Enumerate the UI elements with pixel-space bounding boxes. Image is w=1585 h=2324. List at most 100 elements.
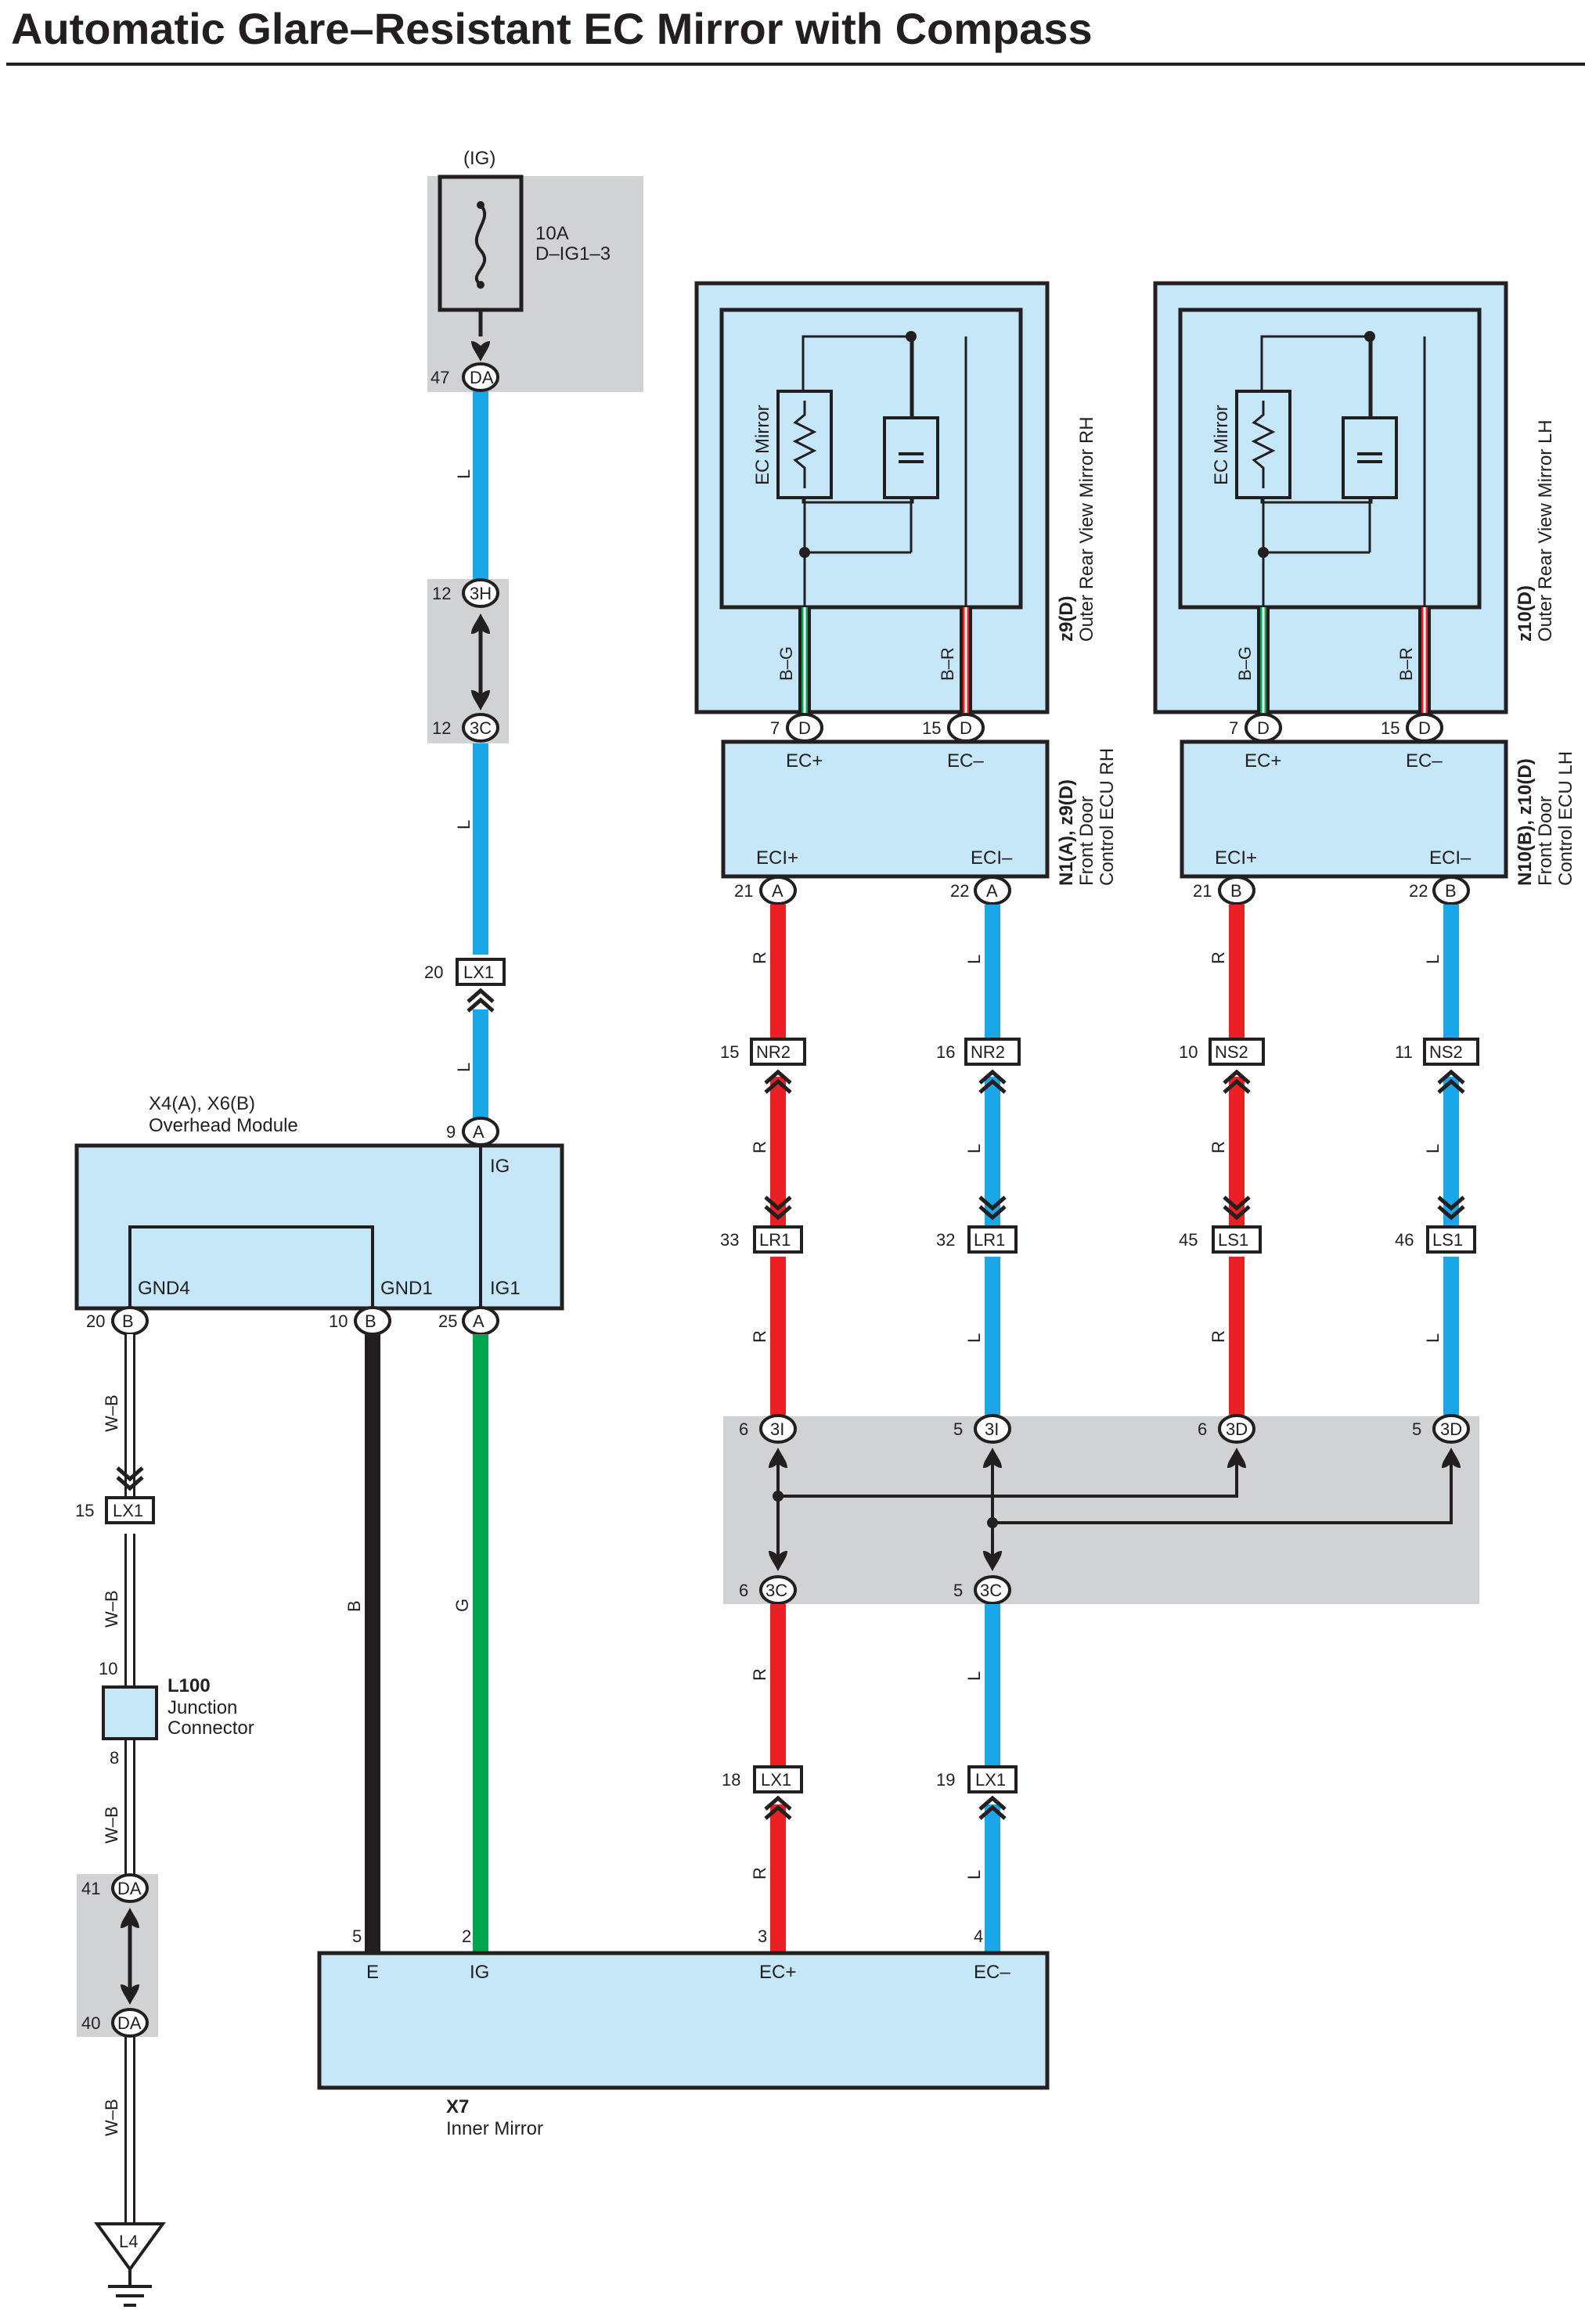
svg-text:7: 7 <box>770 718 780 738</box>
wire-label-wb-1: W–B <box>102 1394 121 1432</box>
ecu-lh-pin-pos: B 21 <box>1193 876 1255 905</box>
connector-ns2-11: NS2 11 <box>1395 1038 1479 1092</box>
wire-label-r-lh-2: R <box>1209 1141 1228 1153</box>
wire-label-l-lh-1: L <box>1423 955 1443 964</box>
svg-text:47: 47 <box>430 368 449 387</box>
svg-text:DA: DA <box>117 1879 142 1898</box>
outer-mirror-rh <box>694 281 1050 714</box>
svg-text:12: 12 <box>432 584 451 603</box>
mirror-lh-element-label: EC Mirror <box>1211 405 1232 485</box>
svg-text:3C: 3C <box>765 1581 787 1600</box>
junction-3d-6: 3D 6 <box>1198 1414 1255 1468</box>
wire-label-l-lower-1: L <box>964 1671 984 1681</box>
ecu-rh-ec-neg: EC– <box>947 750 984 772</box>
wire-label-bg-lh: B–G <box>1235 646 1255 681</box>
svg-text:B: B <box>365 1311 376 1331</box>
ecu-lh-eci-neg: ECI– <box>1429 847 1472 869</box>
wire-label-r-lower-2: R <box>750 1867 769 1880</box>
svg-text:6: 6 <box>1198 1419 1207 1439</box>
connector-lx1-18: LX1 18 <box>722 1765 803 1819</box>
svg-text:5: 5 <box>953 1581 963 1600</box>
wire-label-l-rh-2: L <box>964 1144 984 1153</box>
wire-label-g: G <box>452 1599 472 1612</box>
overhead-ig1-label: IG1 <box>490 1278 521 1299</box>
mirror-lh-pin-pos: D 7 <box>1229 713 1282 743</box>
ecu-rh-ec-pos: EC+ <box>786 750 823 772</box>
svg-text:20: 20 <box>424 962 443 982</box>
junction-3i-5: 3I 5 <box>953 1414 1011 1468</box>
junction-3c-top: 3C 12 <box>432 690 499 743</box>
svg-text:22: 22 <box>1409 881 1428 901</box>
svg-text:A: A <box>772 881 783 901</box>
ecu-lh-pin-neg: B 22 <box>1409 876 1470 905</box>
wire-label-wb-2: W–B <box>102 1590 121 1628</box>
fuse-10a <box>438 174 524 362</box>
ecu-lh-ec-neg: EC– <box>1406 750 1443 772</box>
mirror-rh-element-label: EC Mirror <box>752 405 773 485</box>
junction-3i-6: 3I 6 <box>739 1414 797 1468</box>
svg-text:45: 45 <box>1179 1230 1198 1250</box>
svg-text:3C: 3C <box>470 718 492 738</box>
fuse-source-label: (IG) <box>463 148 495 169</box>
wire-label-l-1: L <box>454 469 474 479</box>
svg-text:15: 15 <box>75 1501 94 1520</box>
wire-label-r-rh-3: R <box>750 1330 769 1343</box>
mirror-rh-pin-pos: D 7 <box>770 713 823 743</box>
overhead-internal-gnd <box>128 1225 374 1308</box>
overhead-ig-pin: A 9 <box>446 1117 499 1146</box>
ecu-lh-eci-pos: ECI+ <box>1215 847 1257 869</box>
svg-text:21: 21 <box>1193 881 1212 901</box>
connector-lr1-33: LR1 33 <box>720 1197 803 1254</box>
inner-mirror <box>317 1951 1050 2090</box>
wire-label-br-lh: B–R <box>1396 647 1416 681</box>
outer-mirror-lh <box>1153 281 1508 714</box>
ecu-lh-name-1: Front Door <box>1535 796 1556 886</box>
junction-3c-6: 3C 6 <box>739 1551 797 1605</box>
wire-label-wb-4: W–B <box>102 2099 121 2136</box>
overhead-module-name: Overhead Module <box>149 1115 298 1136</box>
svg-text:D: D <box>1257 718 1270 738</box>
wire-label-r-lower-1: R <box>750 1668 769 1681</box>
inner-mirror-pin-e: 5 <box>352 1926 362 1946</box>
wire-label-r-lh-1: R <box>1209 952 1228 964</box>
svg-text:16: 16 <box>936 1042 955 1062</box>
svg-text:LX1: LX1 <box>761 1770 791 1790</box>
svg-text:25: 25 <box>438 1311 457 1331</box>
svg-text:10: 10 <box>329 1311 348 1331</box>
svg-text:6: 6 <box>739 1419 748 1439</box>
junction-3h-3c-shade <box>427 579 509 743</box>
junction-code: L100 <box>168 1675 211 1696</box>
connector-nr2-15: NR2 15 <box>720 1038 806 1092</box>
wire-label-r-rh-1: R <box>750 952 769 964</box>
svg-text:A: A <box>473 1122 485 1142</box>
overhead-ig1-pin: A 25 <box>438 1306 499 1336</box>
connector-lx1-15: LX1 15 <box>75 1468 155 1524</box>
svg-text:3I: 3I <box>770 1419 784 1439</box>
svg-text:19: 19 <box>936 1770 955 1790</box>
inner-mirror-pin-ig: 2 <box>462 1926 471 1946</box>
svg-text:LR1: LR1 <box>974 1230 1005 1250</box>
connector-ls1-45: LS1 45 <box>1179 1197 1262 1254</box>
junction-da-40: DA 40 <box>81 1984 149 2038</box>
overhead-gnd4-pin: B 20 <box>86 1306 149 1336</box>
connector-lx1-20: LX1 20 <box>424 958 506 1011</box>
wire-label-l-lh-2: L <box>1423 1144 1443 1153</box>
wire-label-l-rh-3: L <box>964 1333 984 1343</box>
front-door-ecu-rh <box>721 739 1050 879</box>
svg-text:B: B <box>122 1311 134 1331</box>
connector-lr1-32: LR1 32 <box>936 1197 1018 1254</box>
wire-label-b: B <box>344 1600 364 1612</box>
inner-mirror-name: Inner Mirror <box>446 2118 543 2139</box>
mirror-rh-pin-neg: D 15 <box>922 713 985 743</box>
ecu-rh-name-1: Front Door <box>1076 796 1097 886</box>
svg-text:40: 40 <box>81 2013 100 2033</box>
svg-text:LR1: LR1 <box>759 1230 791 1250</box>
svg-text:LX1: LX1 <box>463 962 494 982</box>
svg-text:NS2: NS2 <box>1429 1042 1463 1062</box>
page-title: Automatic Glare–Resistant EC Mirror with… <box>11 4 1093 53</box>
mirror-lh-code: z10(D) <box>1515 585 1536 642</box>
svg-text:46: 46 <box>1395 1230 1414 1250</box>
svg-text:3H: 3H <box>470 584 492 603</box>
overhead-gnd1-pin: B 10 <box>329 1306 391 1336</box>
